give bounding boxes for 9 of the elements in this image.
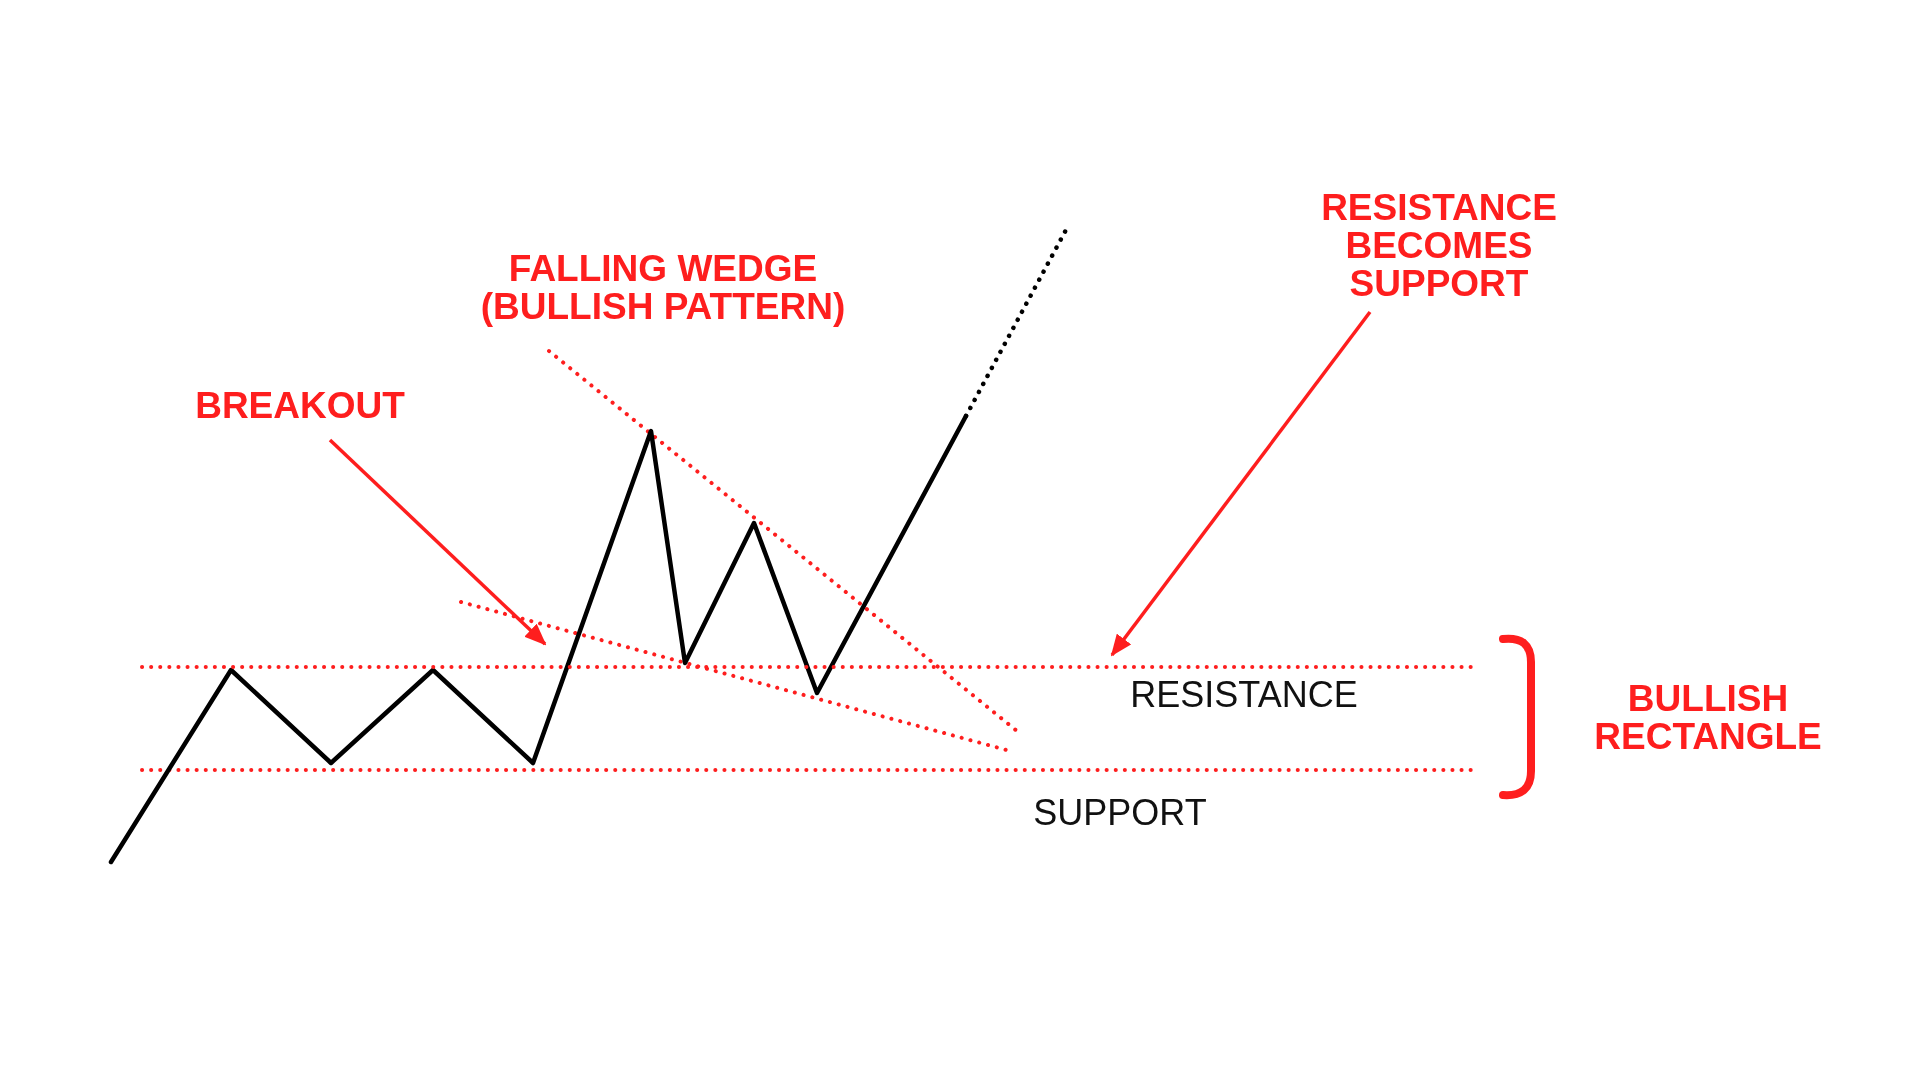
pattern-label: BULLISH RECTANGLE [1594,680,1822,756]
callout-label: BREAKOUT [195,387,405,425]
arrow [328,438,547,646]
resistance-line [140,665,1476,669]
line-label: RESISTANCE [1130,675,1358,715]
pattern-label: FALLING WEDGE (BULLISH PATTERN) [480,250,846,326]
callout-label: RESISTANCE BECOMES SUPPORT [1321,189,1557,303]
line-label: SUPPORT [1033,793,1207,833]
arrow [1110,310,1372,657]
